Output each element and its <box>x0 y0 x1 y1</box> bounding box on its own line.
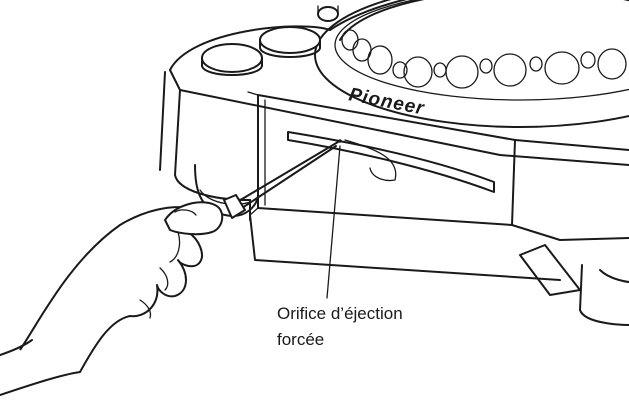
callout-leader-line <box>326 145 341 299</box>
play-buttons <box>201 26 321 76</box>
callout-label-line-1: Orifice d’éjection <box>277 304 403 323</box>
eject-pin-tool <box>223 141 339 219</box>
player-body <box>159 25 629 281</box>
knob-top <box>317 5 339 22</box>
hand <box>0 201 224 396</box>
jog-wheel <box>314 0 629 128</box>
jog-ring-dots <box>341 29 627 89</box>
force-eject-hole[interactable] <box>338 139 342 143</box>
callout-label-line-2: forcée <box>277 330 325 349</box>
right-foot <box>519 244 629 326</box>
disc-slot[interactable] <box>287 131 495 193</box>
